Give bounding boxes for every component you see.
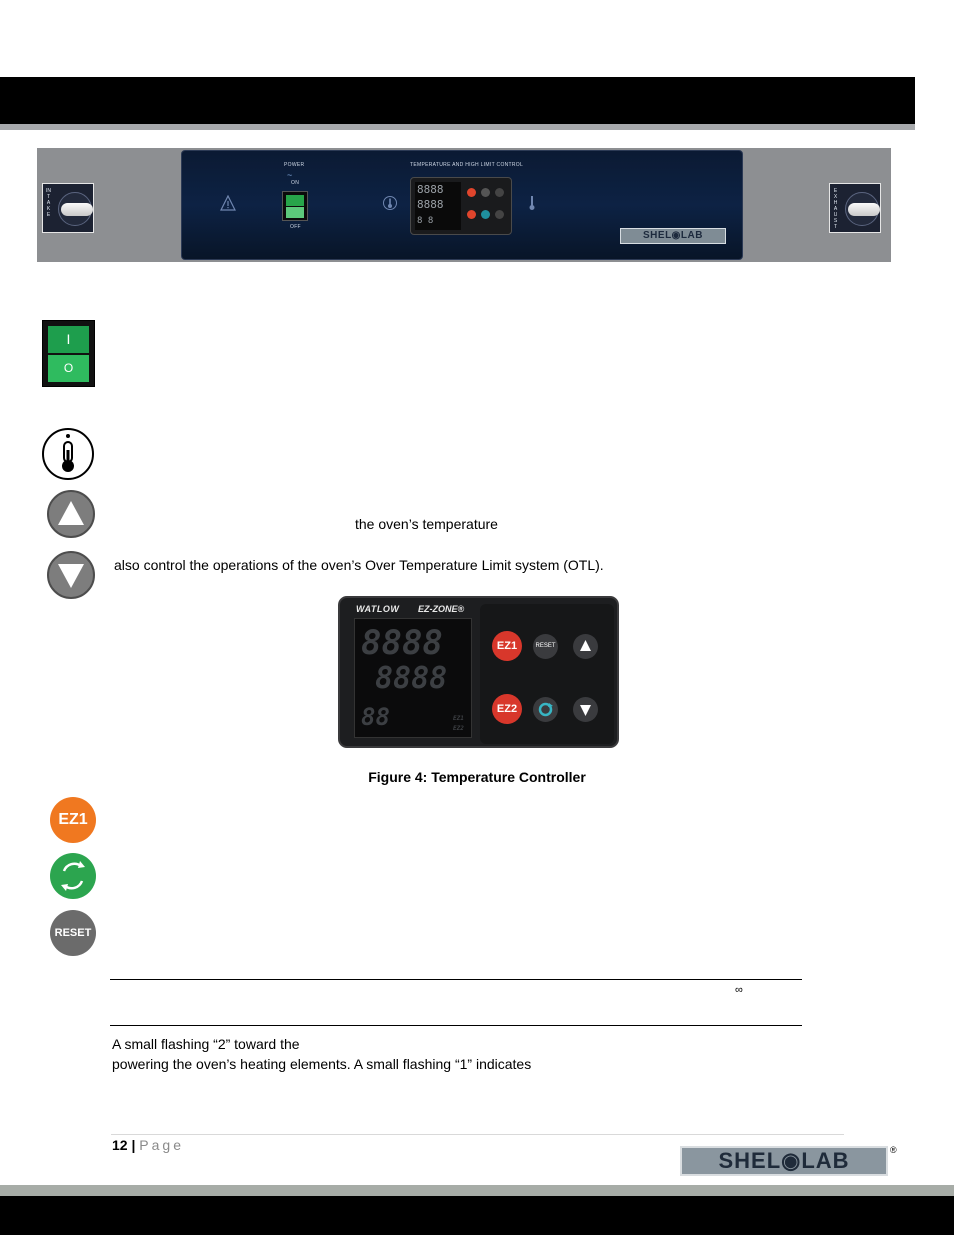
- power-on-label: ON: [291, 180, 300, 186]
- footer-rule: [111, 1134, 844, 1135]
- flash-text-line-1: A small flashing “2” toward the: [112, 1036, 300, 1052]
- display-ez2-indicator: EZ2: [453, 725, 464, 732]
- table-rule-top: [110, 979, 802, 980]
- power-off-label: OFF: [290, 224, 301, 230]
- temperature-controller-figure: WATLOW EZ-ZONE® 8888 8888 88 EZ1 EZ2 EZ1…: [338, 596, 619, 748]
- cycle-button-icon: [50, 853, 96, 899]
- thermometer-icon: [529, 196, 535, 210]
- power-switch-off-glyph: O: [48, 355, 89, 382]
- controller-ez2-button: EZ2: [492, 694, 522, 724]
- panel-shellab-logo: SHEL◉LAB: [620, 228, 726, 244]
- mini-ez1-icon: [467, 188, 476, 197]
- ez1-button-icon: EZ1: [50, 797, 96, 843]
- footer-black-bar: [0, 1196, 954, 1235]
- controller-reset-button: RESET: [533, 634, 558, 659]
- thermometer-circle-icon: [42, 428, 94, 480]
- display-ez1-indicator: EZ1: [453, 715, 464, 722]
- power-switch-icon: I O: [42, 320, 95, 387]
- controller-display: 8888 8888 88 EZ1 EZ2: [354, 618, 472, 738]
- warning-icon: [220, 195, 236, 211]
- controller-down-icon: [580, 705, 591, 716]
- mini-ez2-icon: [467, 210, 476, 219]
- page-number-separator: |: [131, 1137, 136, 1153]
- display-middle-digits: 8888: [375, 661, 448, 696]
- mini-down-icon: [495, 210, 504, 219]
- exhaust-knob-dial: [845, 192, 880, 226]
- up-arrow-icon: [47, 490, 95, 538]
- registered-mark-icon: ®: [890, 1145, 897, 1155]
- header-black-bar: [0, 77, 915, 124]
- front-control-panel: POWER ~ ON OFF TEMPERATURE AND HIGH LIMI…: [181, 150, 743, 260]
- control-panel-figure: INTAKE EXHAUST POWER ~ ON OFF TEMPERATUR…: [37, 148, 891, 262]
- power-switch-on-glyph: I: [48, 326, 89, 353]
- display-bottom-digits: 88: [361, 703, 390, 731]
- footer-shellab-logo: SHEL◉LAB: [680, 1146, 888, 1176]
- mini-cycle-icon: [481, 210, 490, 219]
- temperature-text-line: the oven’s temperature: [355, 516, 498, 532]
- page-word: Page: [139, 1137, 184, 1153]
- controller-cycle-button: [533, 697, 558, 722]
- panel-power-switch: [282, 191, 308, 221]
- control-title: TEMPERATURE AND HIGH LIMIT CONTROL: [410, 162, 524, 168]
- flash-text-line-2: powering the oven’s heating elements. A …: [112, 1056, 532, 1072]
- controller-button-panel: EZ1 RESET EZ2: [480, 604, 614, 744]
- sine-wave-icon: ~: [287, 170, 293, 180]
- controller-up-icon: [580, 640, 591, 651]
- controller-up-button: [573, 634, 598, 659]
- intake-label: INTAKE: [46, 188, 51, 218]
- otl-text-line: also control the operations of the oven’…: [114, 557, 604, 573]
- table-rule-bottom: [110, 1025, 802, 1026]
- controller-down-button: [573, 697, 598, 722]
- header-gray-stripe: [0, 124, 915, 130]
- intake-knob: INTAKE: [42, 183, 94, 233]
- power-label: POWER: [284, 162, 305, 168]
- controller-cycle-icon: [538, 702, 553, 717]
- intake-knob-dial: [58, 192, 93, 226]
- down-arrow-icon: [47, 551, 95, 599]
- controller-model: EZ-ZONE®: [418, 604, 465, 614]
- footer-gray-stripe: [0, 1185, 954, 1196]
- figure-caption: Figure 4: Temperature Controller: [368, 769, 586, 785]
- controller-ez1-button: EZ1: [492, 631, 522, 661]
- mini-up-icon: [495, 188, 504, 197]
- page-number: 12 | Page: [112, 1137, 184, 1153]
- mini-reset-icon: [481, 188, 490, 197]
- exhaust-knob: EXHAUST: [829, 183, 881, 233]
- page-number-value: 12: [112, 1137, 128, 1153]
- exhaust-label: EXHAUST: [833, 188, 838, 230]
- infinity-symbol: ∞: [735, 984, 743, 996]
- controller-brand: WATLOW: [356, 604, 400, 614]
- over-temp-icon: [383, 196, 397, 210]
- display-top-digits: 8888: [361, 623, 443, 663]
- reset-button-icon: RESET: [50, 910, 96, 956]
